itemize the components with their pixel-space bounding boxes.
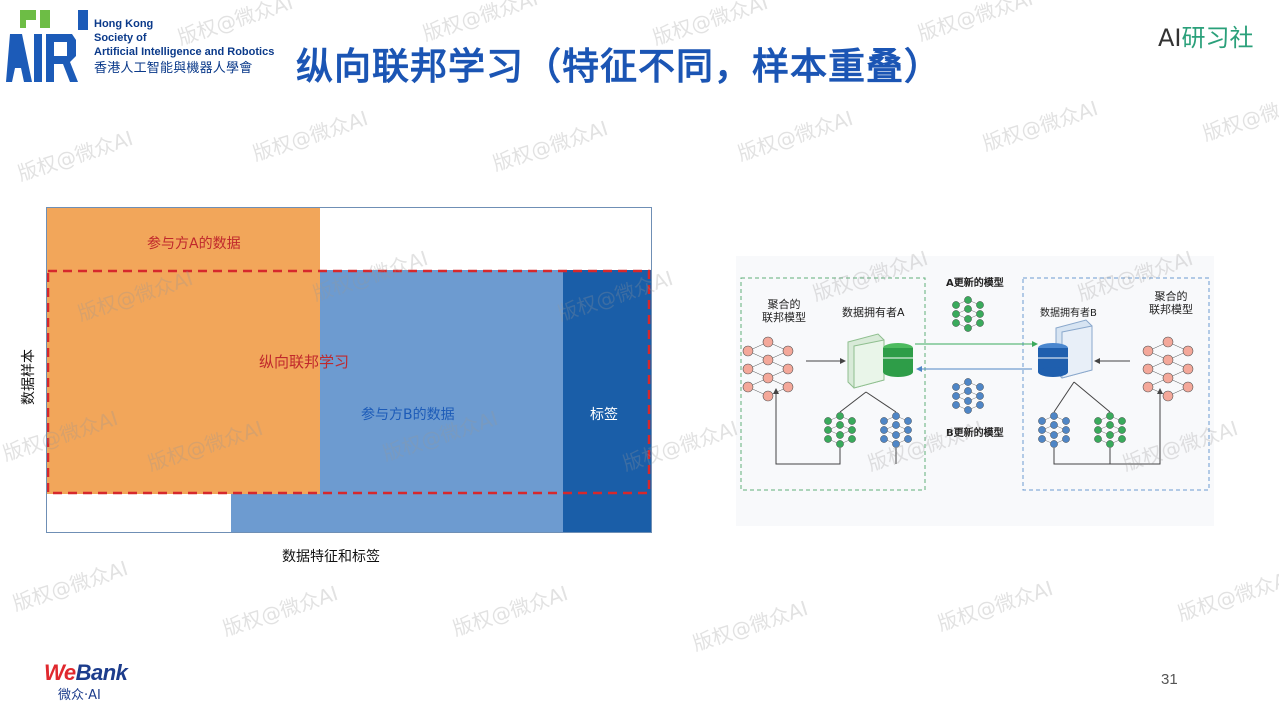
org-name: Hong Kong Society of Artificial Intellig… [94, 17, 274, 75]
party-a-block [47, 208, 320, 494]
server-b-icon [1038, 319, 1093, 379]
hksair-logo [6, 6, 90, 86]
agg-left-line-1: 聚合的 [767, 298, 801, 311]
watermark: 版权@微众AI [489, 116, 611, 176]
party-b-bottom-extension [231, 494, 320, 532]
party-a-dashed-region [740, 277, 926, 491]
agg-model-right-label: 聚合的 联邦模型 [1146, 290, 1196, 316]
vfl-label: 纵向联邦学习 [259, 353, 350, 371]
party-a-label: 参与方A的数据 [147, 236, 241, 252]
federated-architecture-figure: 聚合的 联邦模型 数据拥有者A A更新的模型 数据拥有者B 聚合的 联邦模型 B… [736, 256, 1214, 526]
ai-yanxishe-brand: AI研习社 [1158, 18, 1254, 53]
agg-left-line-2: 联邦模型 [762, 311, 806, 324]
update-a-label: A更新的模型 [946, 278, 1004, 289]
page-number: 31 [1161, 671, 1178, 688]
org-line-1: Hong Kong [94, 18, 154, 30]
party-b-dashed-region [1022, 277, 1210, 491]
watermark: 版权@微众AI [9, 556, 131, 616]
webank-logo: WeBank 微众·AI [44, 660, 128, 703]
y-axis-label: 数据样本 [21, 349, 37, 405]
watermark: 版权@微众AI [979, 96, 1101, 156]
x-axis-label: 数据特征和标签 [282, 549, 380, 565]
watermark: 版权@微众AI [219, 581, 341, 641]
webank-bank: Bank [75, 660, 128, 685]
brand-ai: AI [1158, 24, 1182, 52]
watermark: 版权@微众AI [689, 596, 811, 656]
owner-a-label: 数据拥有者A [842, 306, 905, 319]
party-b-label: 参与方B的数据 [361, 407, 455, 423]
party-b-block [320, 270, 563, 532]
org-line-3: Artificial Intelligence and Robotics [94, 46, 275, 58]
label-block [563, 270, 651, 532]
agg-model-left-label: 聚合的 联邦模型 [759, 298, 809, 324]
webank-sub: 微众·AI [58, 688, 101, 703]
watermark: 版权@微众AI [449, 581, 571, 641]
watermark: 版权@微众AI [934, 576, 1056, 636]
watermark: 版权@微众AI [1174, 566, 1279, 626]
org-name-cn: 香港人工智能與機器人學會 [94, 60, 253, 75]
watermark: 版权@微众AI [14, 126, 136, 186]
server-a-icon [847, 333, 913, 389]
watermark: 版权@微众AI [249, 106, 371, 166]
owner-b-label: 数据拥有者B [1040, 308, 1097, 319]
agg-right-line-1: 聚合的 [1154, 290, 1188, 303]
brand-rest: 研习社 [1181, 24, 1254, 52]
slide-title: 纵向联邦学习（特征不同，样本重叠） [296, 45, 942, 88]
watermark: 版权@微众AI [1199, 86, 1279, 146]
label-block-text: 标签 [590, 407, 618, 423]
watermark: 版权@微众AI [734, 106, 856, 166]
org-line-2: Society of [94, 32, 147, 44]
overlap-dashed-box [47, 269, 651, 495]
update-b-label: B更新的模型 [946, 428, 1004, 439]
agg-right-line-2: 联邦模型 [1149, 303, 1193, 316]
vertical-fl-partition-diagram: 参与方A的数据 纵向联邦学习 参与方B的数据 标签 [46, 207, 652, 533]
webank-we: We [44, 660, 76, 685]
